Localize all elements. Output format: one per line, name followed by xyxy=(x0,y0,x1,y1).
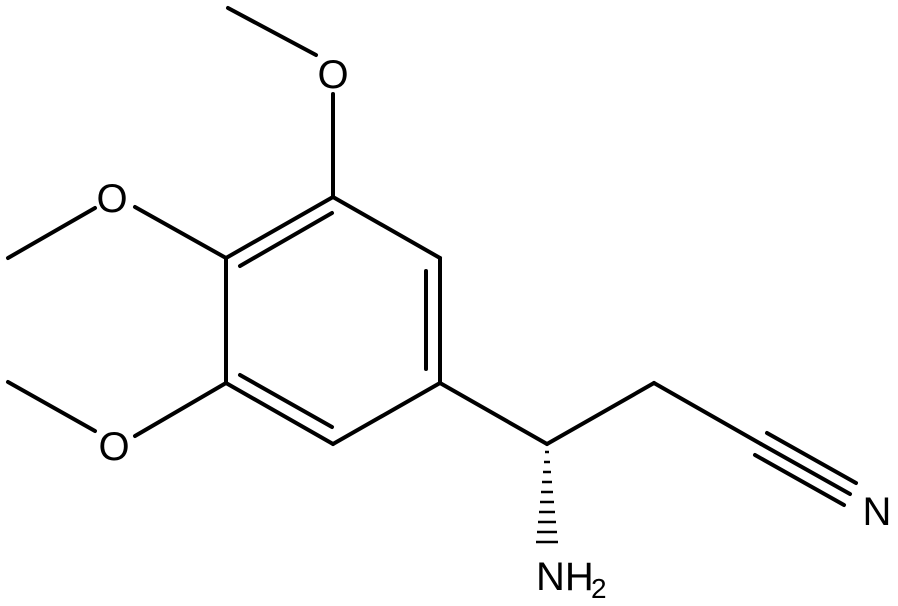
amine-label: NH xyxy=(536,555,594,599)
oxygen-top-label: O xyxy=(317,53,348,97)
oxygen-lower-label: O xyxy=(98,425,129,469)
oxygen-middle-label: O xyxy=(96,177,127,221)
methoxy-top: O xyxy=(226,6,349,199)
triple-bond-line-2 xyxy=(765,431,858,485)
benzene-ring xyxy=(224,195,442,446)
triple-bond-line-1 xyxy=(759,442,852,496)
amine-subscript: 2 xyxy=(591,573,607,604)
amine-group: NH 2 xyxy=(536,555,607,604)
bond-ch2-nitrile-carbon xyxy=(652,381,763,446)
bond-ring-stereocenter xyxy=(438,381,549,446)
ring-bond-c3-c4 xyxy=(331,381,442,446)
methoxy-lower: O xyxy=(6,380,228,469)
bond-o-top-methyl xyxy=(226,6,318,57)
ring-bond-c4-c5-inner xyxy=(238,373,334,429)
bond-stereocenter-ch2 xyxy=(545,381,656,446)
hashed-wedge-bond xyxy=(536,450,558,544)
bond-o-low-methyl xyxy=(6,380,97,433)
bond-o-mid-methyl xyxy=(6,206,97,260)
ring-bond-c6-c1-inner xyxy=(238,211,334,268)
bond-c5-o-low xyxy=(133,381,228,438)
bond-c6-o-mid xyxy=(133,205,228,260)
ring-bond-c1-c2 xyxy=(331,195,442,260)
nitrile-nitrogen-label: N xyxy=(863,490,892,534)
ring-bond-c6-c1 xyxy=(224,195,335,260)
ring-bond-c4-c5 xyxy=(224,381,335,446)
triple-bond-line-3 xyxy=(753,453,846,507)
methoxy-middle: O xyxy=(6,177,228,260)
aminopropanenitrile-chain: N xyxy=(438,381,892,534)
